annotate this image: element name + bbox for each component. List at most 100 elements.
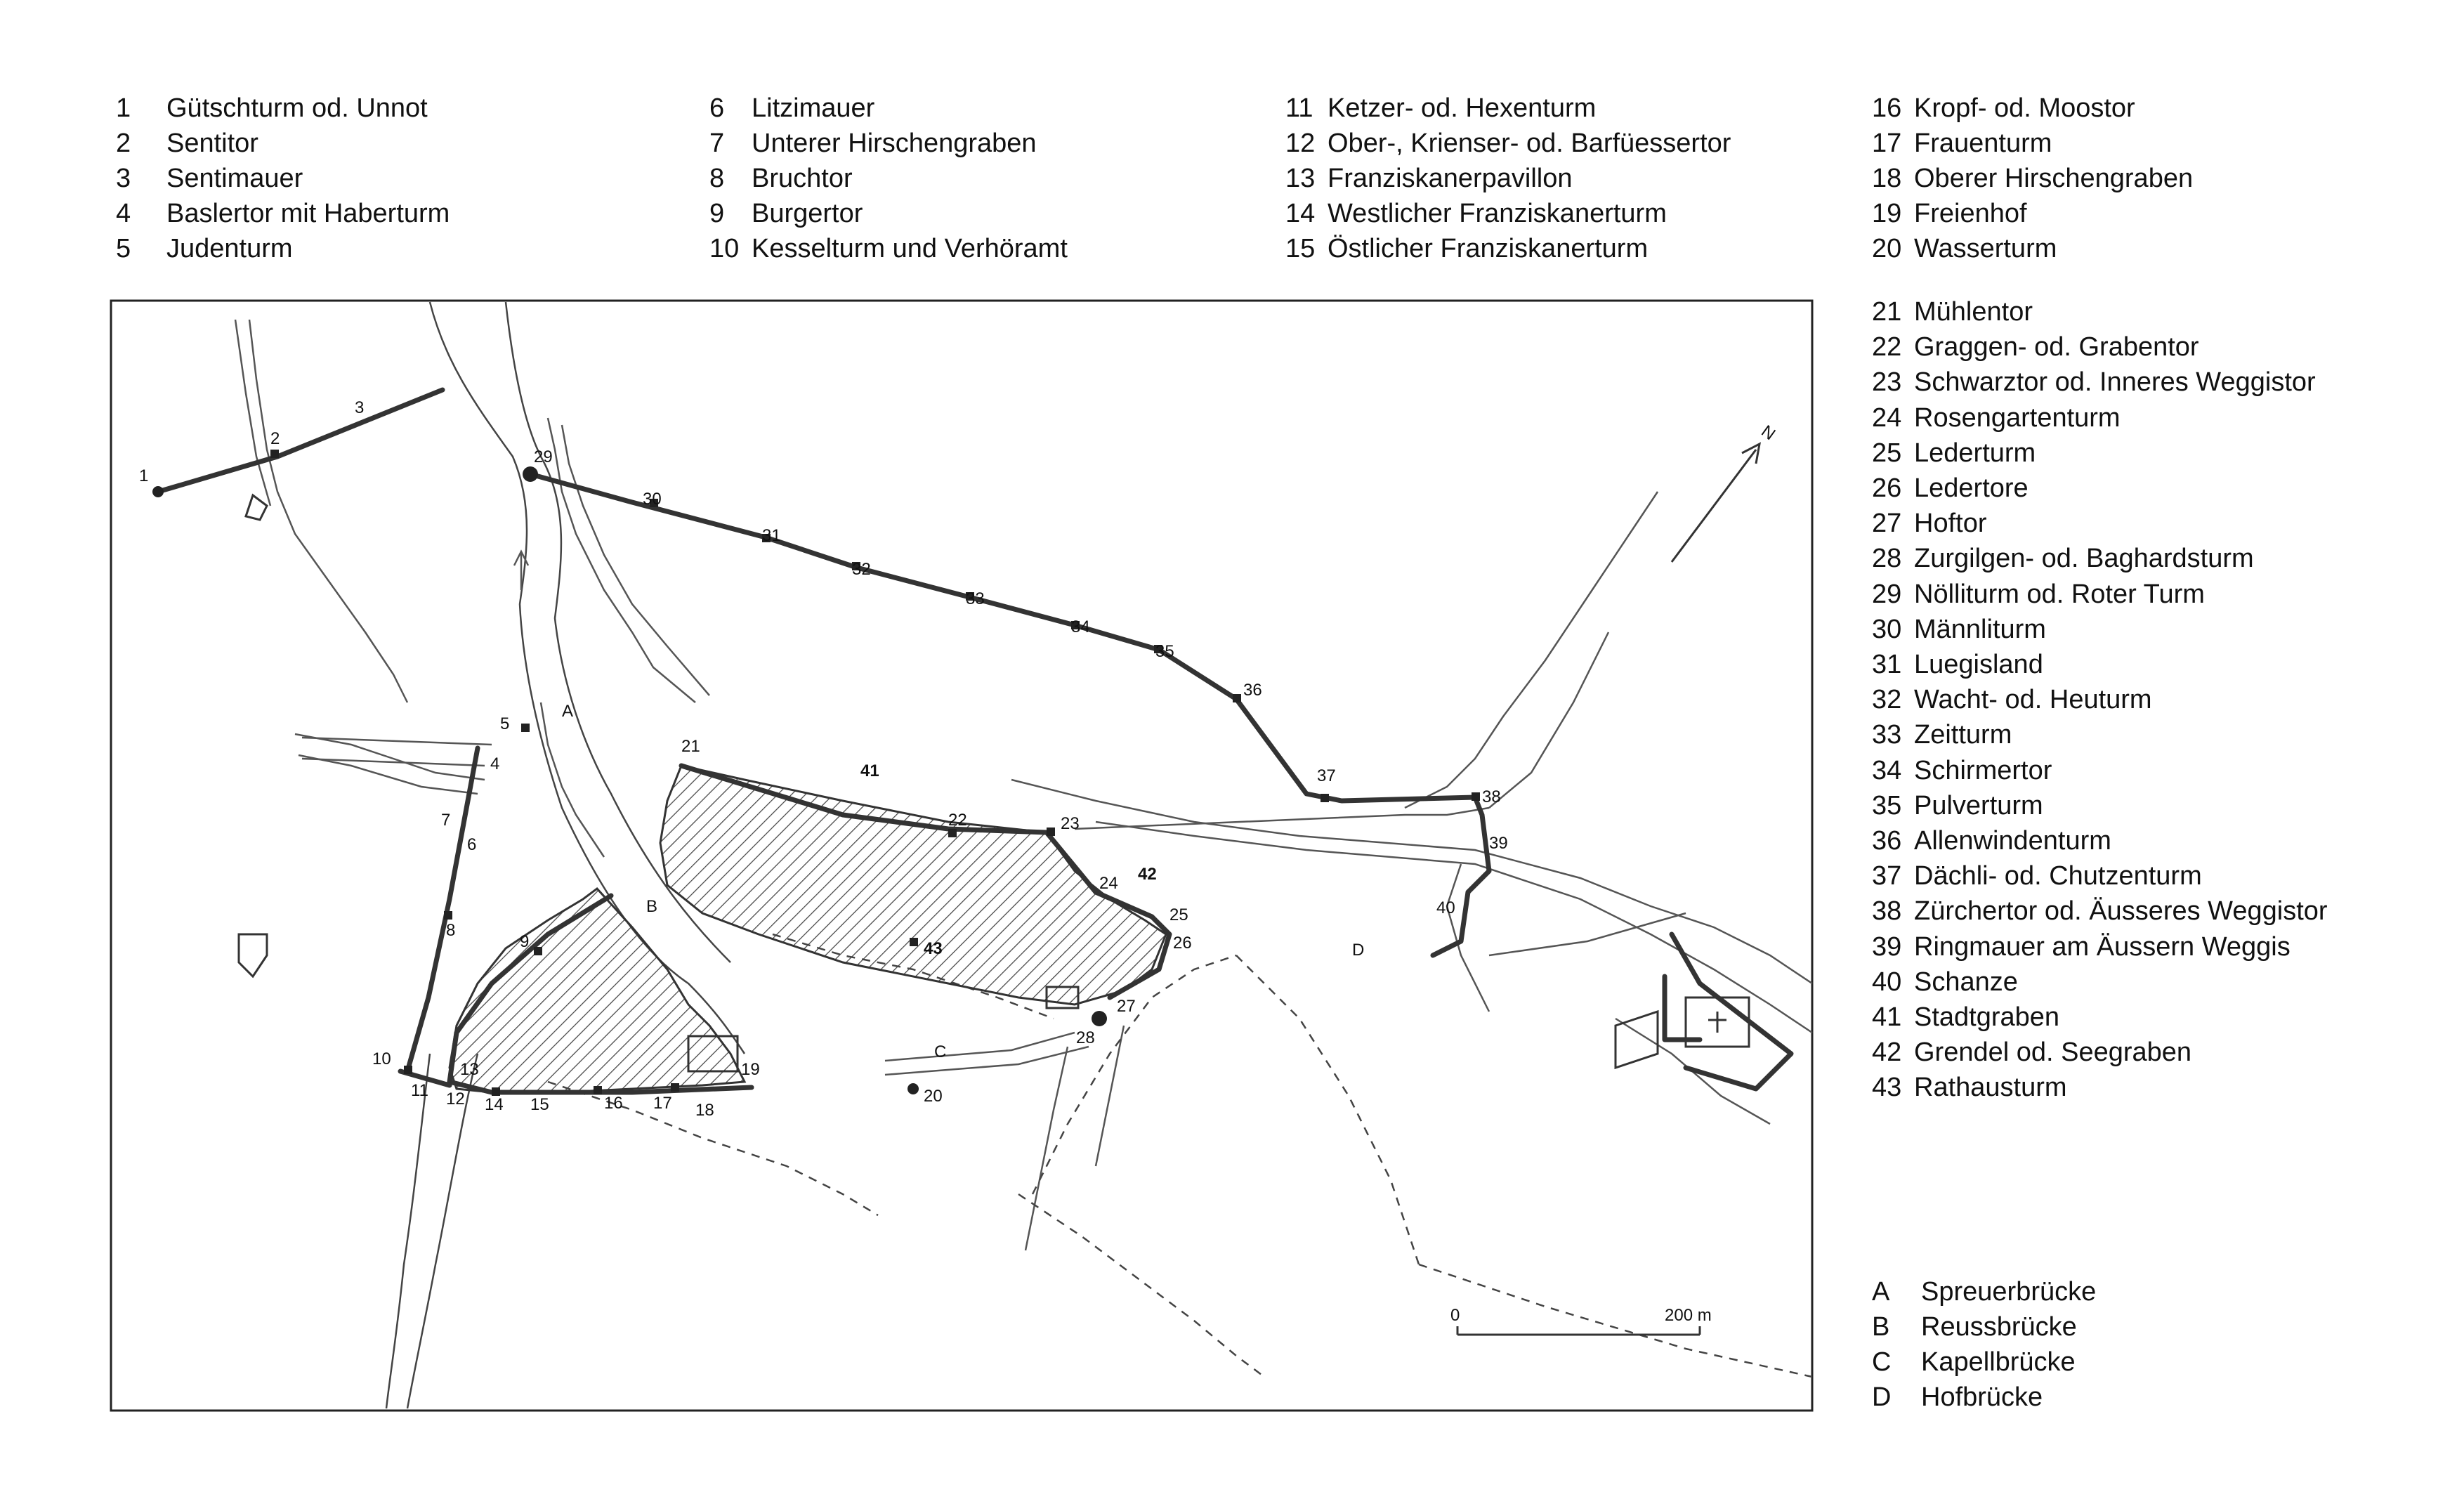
legend-number: 5 bbox=[116, 234, 131, 263]
legend-number: 27 bbox=[1872, 509, 1902, 539]
legend-number: 33 bbox=[1872, 720, 1902, 750]
legend-label: Graggen- od. Grabentor bbox=[1914, 332, 2199, 362]
map-label-a: A bbox=[562, 702, 573, 721]
map-label-12: 12 bbox=[446, 1090, 465, 1108]
legend-label: Reussbrücke bbox=[1921, 1312, 2077, 1342]
legend-number: A bbox=[1872, 1277, 1890, 1307]
legend-number: 10 bbox=[709, 234, 740, 263]
legend-label: Baslertor mit Haberturm bbox=[166, 199, 450, 228]
legend-number: 4 bbox=[116, 199, 131, 228]
map-label-24: 24 bbox=[1099, 874, 1118, 893]
map-label-35: 35 bbox=[1155, 642, 1174, 661]
map-label-13: 13 bbox=[460, 1060, 479, 1079]
map-label-d: D bbox=[1352, 941, 1364, 960]
legend-number: 43 bbox=[1872, 1073, 1902, 1103]
legend-label: Ober-, Krienser- od. Barfüessertor bbox=[1328, 129, 1731, 158]
legend-label: Westlicher Franziskanerturm bbox=[1328, 199, 1667, 228]
map-frame bbox=[110, 299, 1814, 1412]
legend-number: 32 bbox=[1872, 685, 1902, 715]
map-label-3: 3 bbox=[355, 398, 364, 417]
scale-end: 200 m bbox=[1665, 1306, 1712, 1325]
legend-label: Spreuerbrücke bbox=[1921, 1277, 2097, 1307]
map-label-b: B bbox=[646, 897, 657, 916]
north-arrow: N bbox=[1670, 421, 1779, 563]
roads-and-shores bbox=[234, 319, 1813, 1251]
legend-number: 29 bbox=[1872, 579, 1902, 609]
legend-number: 19 bbox=[1872, 199, 1902, 228]
legend-label: Litzimauer bbox=[752, 93, 875, 123]
legend-label: Kesselturm und Verhöramt bbox=[752, 234, 1068, 263]
legend-label: Ringmauer am Äussern Weggis bbox=[1914, 931, 2291, 962]
legend-number: 13 bbox=[1285, 164, 1316, 193]
legend-label: Zürchertor od. Äusseres Weggistor bbox=[1914, 896, 2328, 927]
legend-number: 30 bbox=[1872, 614, 1902, 644]
map-label-29: 29 bbox=[534, 447, 553, 466]
legend-label: Freienhof bbox=[1914, 199, 2027, 228]
old-town-left-bank bbox=[448, 887, 747, 1094]
legend-number: 26 bbox=[1872, 473, 1902, 503]
map-label-2: 2 bbox=[270, 429, 280, 448]
legend-label: Gütschturm od. Unnot bbox=[166, 93, 428, 123]
buildings bbox=[237, 493, 1750, 1073]
map-label-43: 43 bbox=[924, 939, 943, 958]
legend-label: Kapellbrücke bbox=[1921, 1347, 2076, 1377]
legend-label: Nölliturm od. Roter Turm bbox=[1914, 579, 2205, 609]
legend-number: 20 bbox=[1872, 234, 1902, 263]
legend-label: Wasserturm bbox=[1914, 234, 2057, 263]
legend-number: 39 bbox=[1872, 931, 1902, 962]
map-label-21: 21 bbox=[681, 737, 700, 756]
legend-label: Judenturm bbox=[166, 234, 293, 263]
map-label-26: 26 bbox=[1173, 934, 1192, 953]
legend-number: 9 bbox=[709, 199, 725, 228]
map-label-36: 36 bbox=[1243, 681, 1262, 700]
river-reuss bbox=[385, 301, 746, 1409]
map-label-8: 8 bbox=[446, 921, 455, 940]
map-label-11: 11 bbox=[411, 1081, 428, 1100]
map-label-5: 5 bbox=[500, 714, 509, 733]
legend-number: 36 bbox=[1872, 826, 1902, 856]
map-label-18: 18 bbox=[695, 1101, 714, 1120]
legend-label: Schwarztor od. Inneres Weggistor bbox=[1914, 367, 2316, 398]
legend-label: Bruchtor bbox=[752, 164, 853, 193]
scale-bar: 0 200 m bbox=[1450, 1306, 1712, 1336]
legend-label: Ledertore bbox=[1914, 473, 2029, 503]
legend-number: 16 bbox=[1872, 93, 1902, 123]
legend-label: Zeitturm bbox=[1914, 720, 2012, 750]
map-label-42: 42 bbox=[1138, 865, 1157, 884]
legend-label: Sentimauer bbox=[166, 164, 303, 193]
legend-label: Pulverturm bbox=[1914, 790, 2043, 820]
scale-start: 0 bbox=[1450, 1306, 1460, 1325]
legend-number: 21 bbox=[1872, 297, 1902, 327]
tower-markers bbox=[152, 450, 1480, 1096]
legend-number: 35 bbox=[1872, 790, 1902, 820]
map-label-10: 10 bbox=[372, 1049, 391, 1068]
map-label-6: 6 bbox=[467, 835, 476, 854]
legend-label: Ketzer- od. Hexenturm bbox=[1328, 93, 1597, 123]
legend-number: 41 bbox=[1872, 1002, 1902, 1032]
map-label-34: 34 bbox=[1071, 617, 1090, 636]
map-label-25: 25 bbox=[1169, 905, 1188, 924]
map-label-22: 22 bbox=[948, 811, 967, 830]
dashed-boundaries bbox=[547, 933, 1813, 1378]
legend-number: 38 bbox=[1872, 896, 1902, 927]
north-label: N bbox=[1758, 421, 1779, 444]
legend-label: Wacht- od. Heuturm bbox=[1914, 685, 2152, 715]
map-label-32: 32 bbox=[852, 560, 871, 579]
legend-label: Stadtgraben bbox=[1914, 1002, 2060, 1032]
legend-number: 31 bbox=[1872, 650, 1902, 679]
legend-label: Östlicher Franziskanerturm bbox=[1328, 234, 1649, 263]
map-label-4: 4 bbox=[490, 754, 499, 773]
legend-number: 25 bbox=[1872, 438, 1902, 468]
map-label-c: C bbox=[934, 1042, 946, 1061]
map-label-40: 40 bbox=[1436, 898, 1455, 917]
legend-number: 18 bbox=[1872, 164, 1902, 193]
legend-number: 1 bbox=[116, 93, 131, 123]
legend-number: 37 bbox=[1872, 861, 1902, 891]
legend-number: 11 bbox=[1285, 93, 1313, 123]
legend-label: Oberer Hirschengraben bbox=[1914, 164, 2194, 193]
legend-label: Sentitor bbox=[166, 129, 258, 158]
legend-number: 23 bbox=[1872, 367, 1902, 398]
map-label-17: 17 bbox=[653, 1094, 672, 1113]
map-label-20: 20 bbox=[924, 1087, 943, 1106]
